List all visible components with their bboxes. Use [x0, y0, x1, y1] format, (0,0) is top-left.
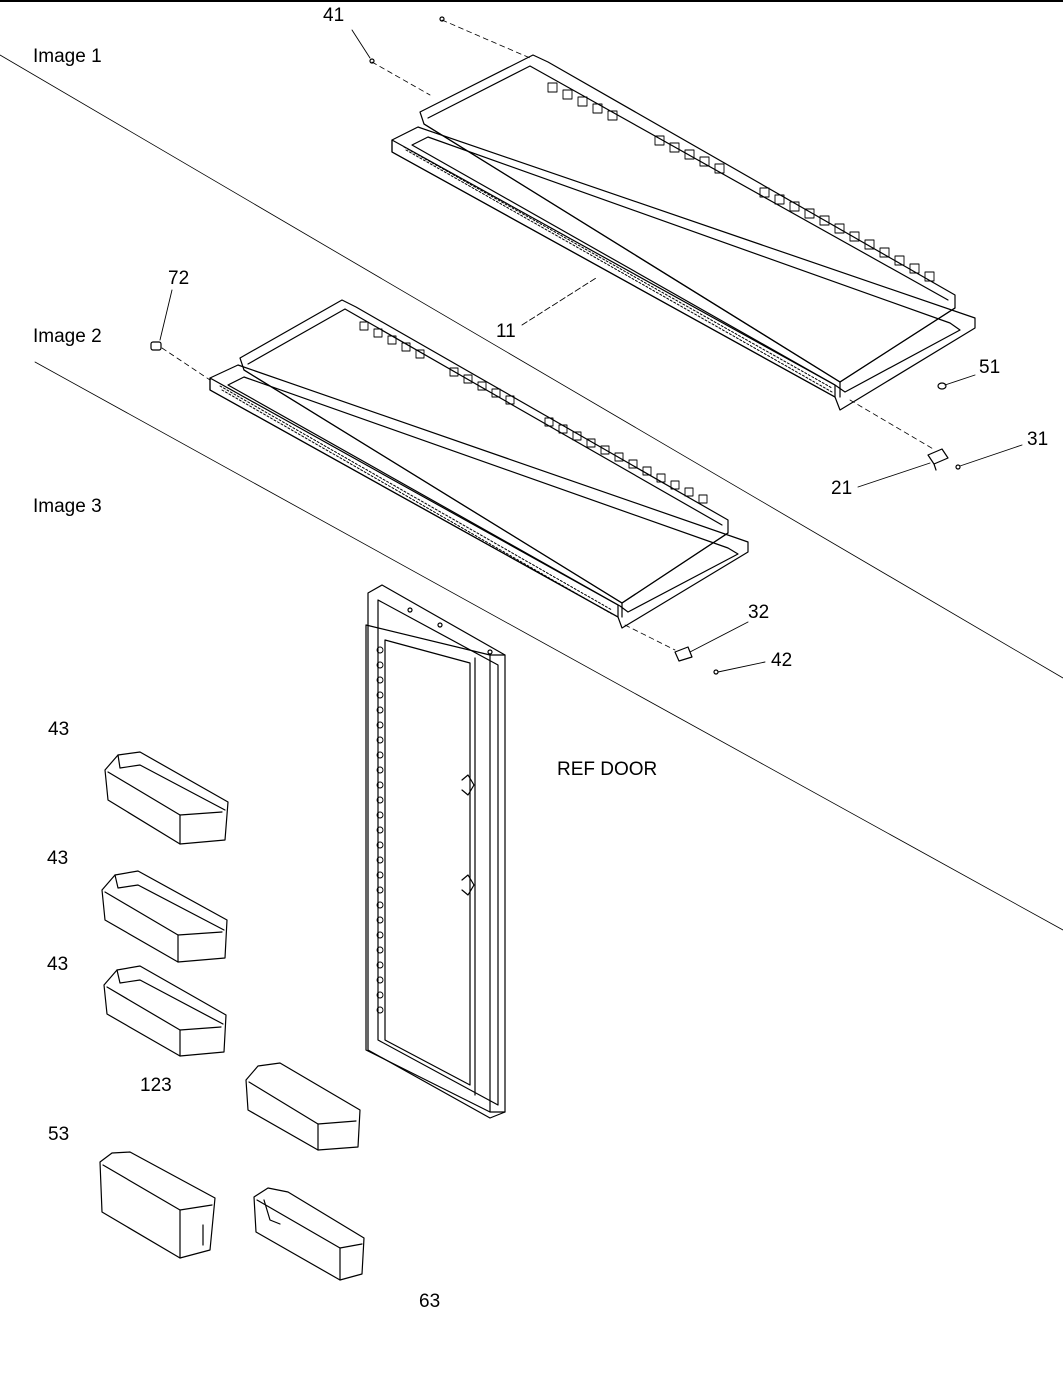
screw-top	[439, 16, 445, 22]
hinge-path	[849, 399, 936, 451]
hinge-2-path	[624, 624, 676, 651]
callout-11: 11	[496, 321, 516, 342]
callout-72: 72	[168, 268, 190, 289]
leader-21	[857, 462, 931, 488]
door-label: REF DOOR	[557, 759, 658, 780]
leader-72	[159, 289, 173, 341]
leader-42	[717, 661, 766, 673]
leader-51	[944, 374, 976, 386]
callout-43-a: 43	[48, 719, 70, 740]
shelf-part-2	[209, 299, 749, 629]
divider-line-1	[0, 54, 1063, 679]
door-bin-43-b	[101, 870, 228, 963]
shelf-part-11	[391, 54, 976, 411]
screw-41	[369, 58, 375, 64]
door-bin-43-a	[104, 751, 229, 845]
callout-63: 63	[419, 1291, 441, 1312]
callout-43-b: 43	[47, 848, 69, 869]
door-bin-123	[245, 1062, 361, 1151]
cap-72-path	[161, 347, 211, 381]
screw-41-path	[371, 61, 431, 96]
callout-43-c: 43	[47, 954, 69, 975]
callout-41: 41	[323, 5, 345, 26]
bracket-21	[927, 448, 949, 471]
door-bin-53	[99, 1151, 216, 1259]
door-bin-43-c	[103, 965, 227, 1057]
screw-42	[713, 669, 719, 675]
callout-32: 32	[748, 602, 770, 623]
divider-line-2	[34, 361, 1063, 931]
shelf-11-slots	[547, 82, 935, 282]
section-label-image-3: Image 3	[33, 496, 102, 517]
callout-42: 42	[771, 650, 793, 671]
callout-31: 31	[1027, 429, 1049, 450]
screw-31	[955, 464, 961, 470]
leader-41	[351, 29, 371, 59]
section-label-image-2: Image 2	[33, 326, 102, 347]
leader-31	[959, 444, 1023, 467]
callout-53: 53	[48, 1124, 70, 1145]
leader-32	[689, 621, 749, 653]
section-label-image-1: Image 1	[33, 46, 102, 67]
pin-51	[937, 382, 947, 390]
callout-21: 21	[831, 478, 853, 499]
door-dimples	[376, 646, 384, 1014]
ref-door	[365, 584, 506, 1119]
door-bin-63	[253, 1187, 365, 1281]
cap-72	[150, 341, 162, 351]
callout-123: 123	[140, 1075, 172, 1096]
bracket-32	[674, 646, 693, 662]
callout-51: 51	[979, 357, 1001, 378]
leader-11	[521, 277, 597, 326]
shelf-2-slots	[359, 321, 708, 504]
screw-top-path	[441, 19, 531, 59]
